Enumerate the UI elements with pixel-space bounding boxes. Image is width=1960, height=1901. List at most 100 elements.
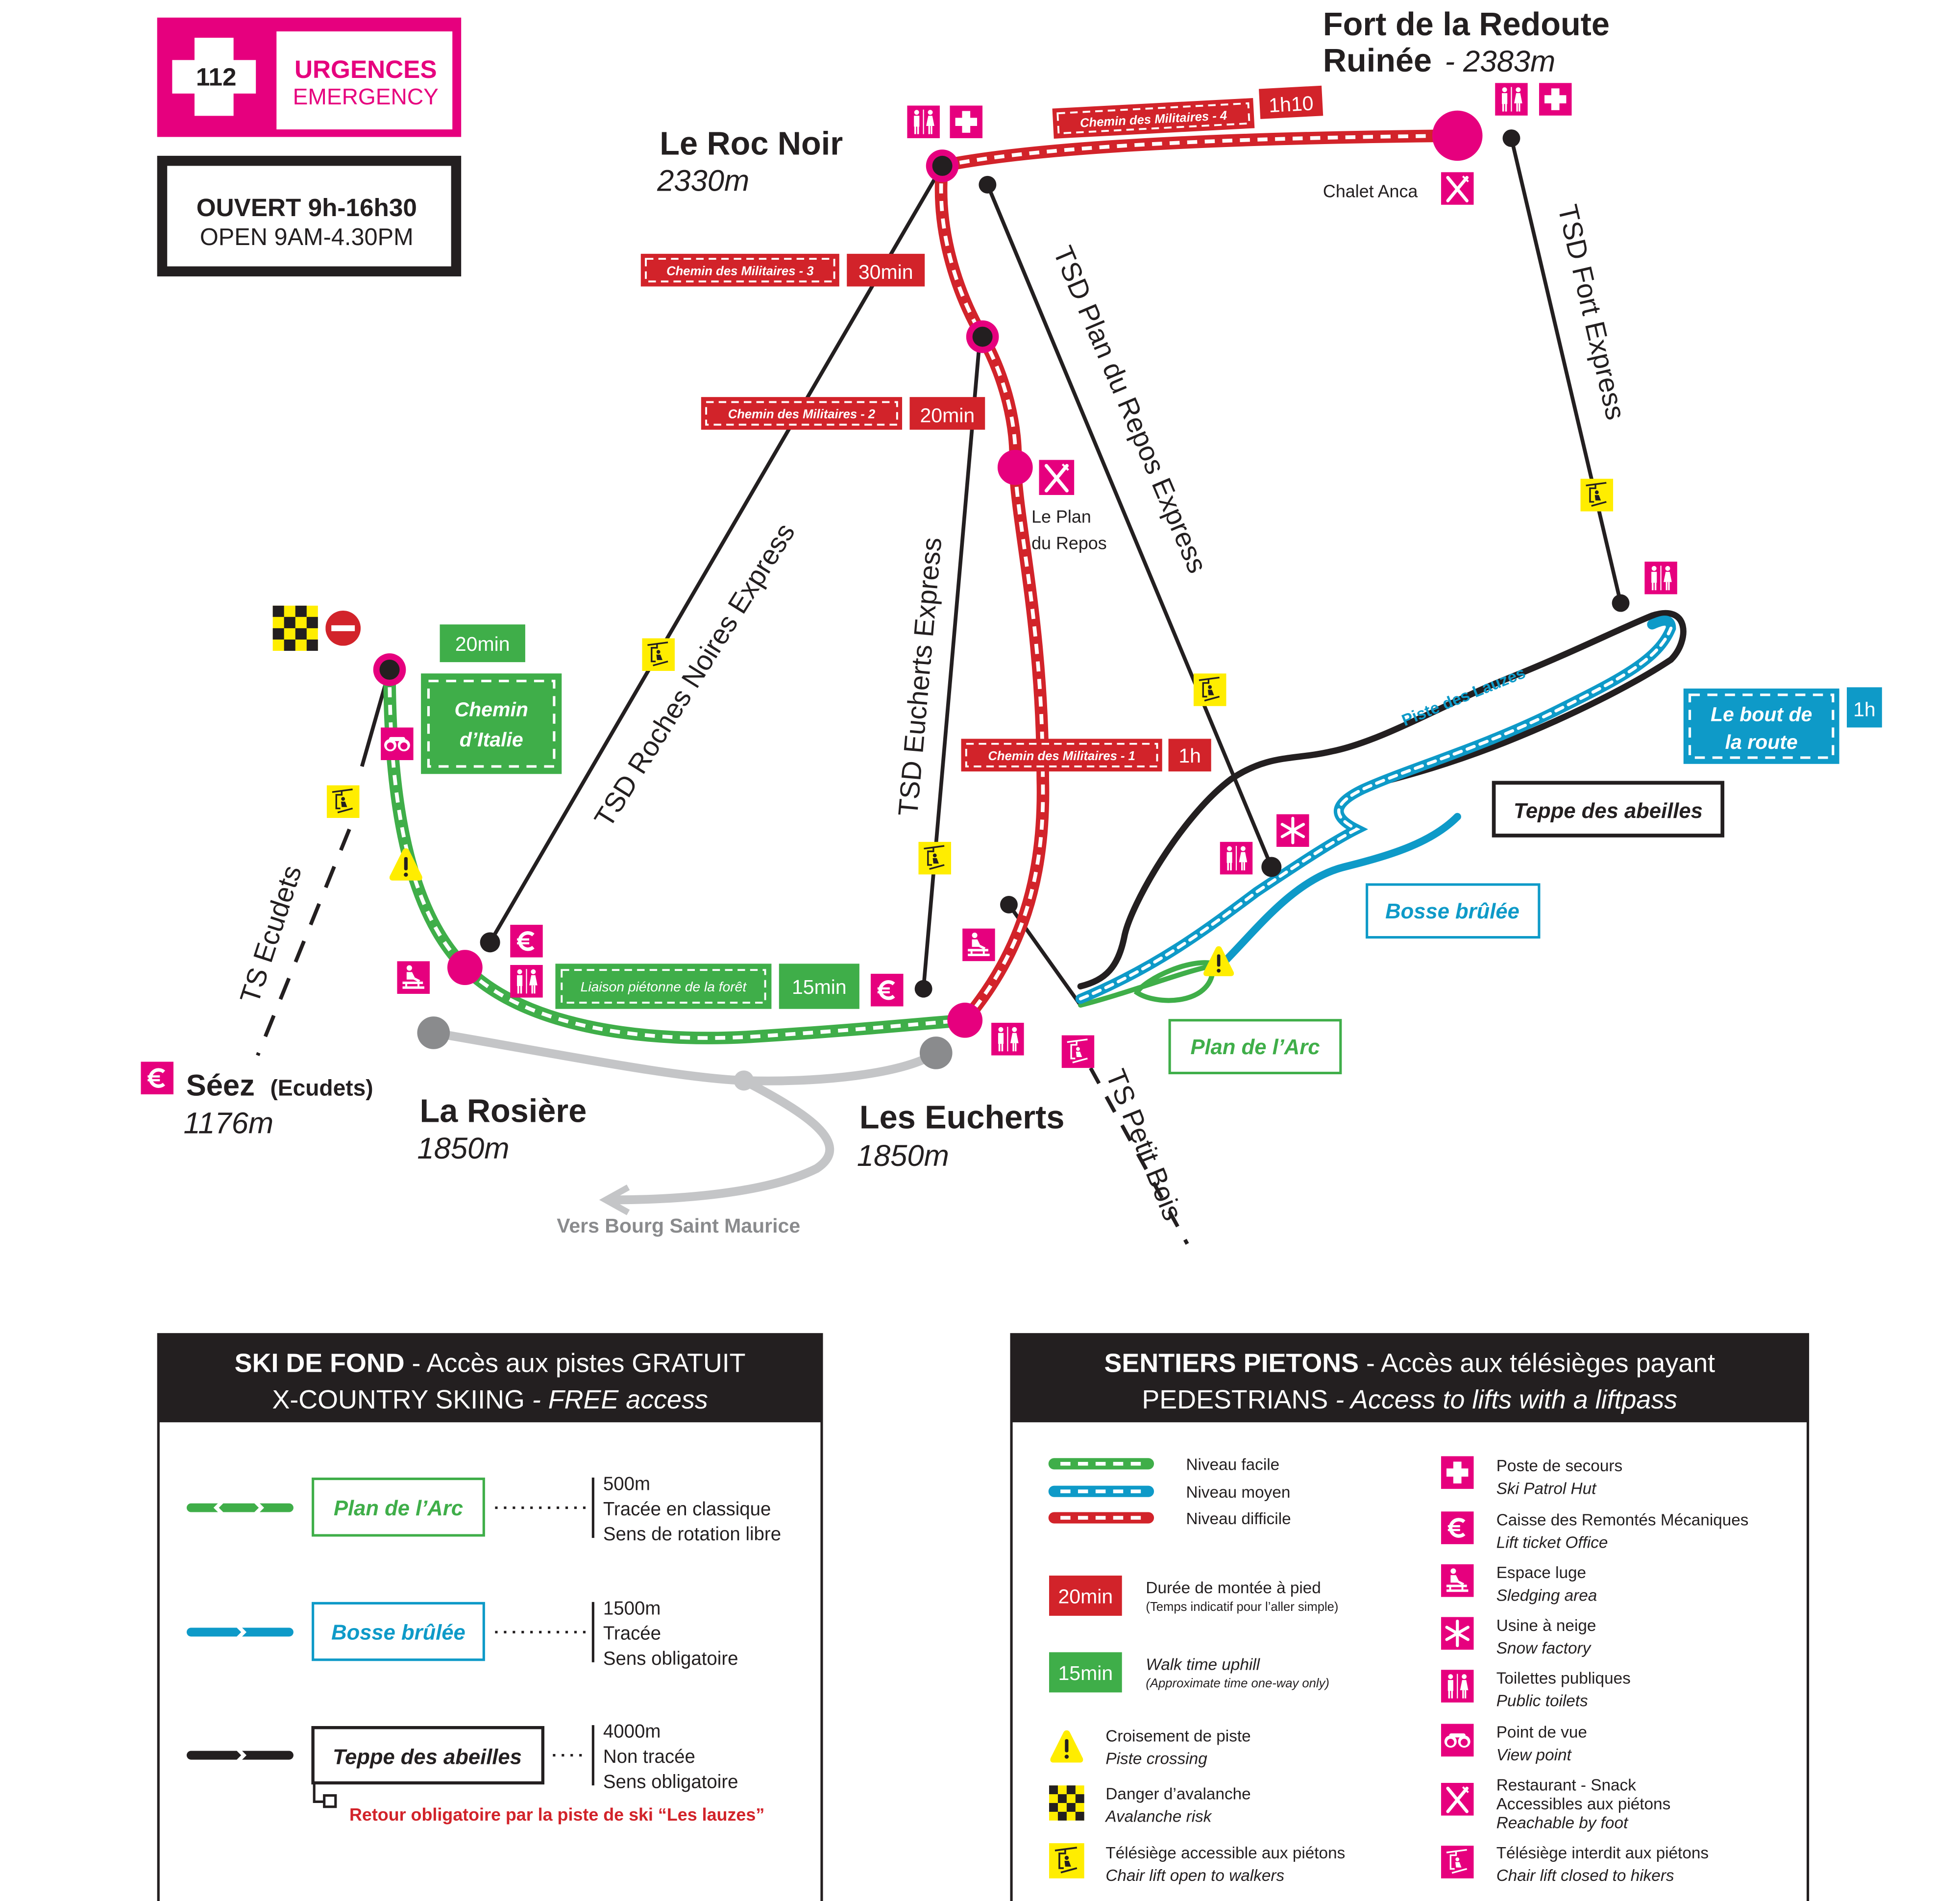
ski-fond-items-2-name: Teppe des abeilles (333, 1746, 522, 1769)
pietons-right-icons-1-en: Lift ticket Office (1496, 1534, 1608, 1552)
snowflake-icon (1441, 1617, 1474, 1650)
trails-italie-time: 20min (455, 633, 510, 655)
pietons-left-icons-0-en: Piste crossing (1105, 1750, 1207, 1768)
trails-bosse: Bosse brûlée (1385, 900, 1519, 923)
binoculars-icon (1441, 1724, 1474, 1757)
lift-fort (1509, 138, 1623, 604)
pietons-right-icons-0-en: Ski Patrol Hut (1496, 1480, 1597, 1498)
avalanche-icon (1049, 1785, 1084, 1821)
place-eucherts: Les Eucherts (859, 1099, 1065, 1136)
teppe-abeilles-trail (1077, 610, 1687, 989)
sledge-icon (397, 961, 430, 994)
ski-fond-items-1-lines-0: 1500m (603, 1598, 661, 1619)
toilets-icon (1441, 1670, 1474, 1703)
chairlift-open-icon (326, 785, 360, 818)
ski-fond-subtitle-b: - FREE access (525, 1385, 708, 1414)
pietons-levels-1: Niveau moyen (1186, 1483, 1290, 1502)
place-seez: Séez (186, 1069, 255, 1103)
place-fort-2: Ruinée (1323, 43, 1432, 79)
trails-cm1-label: Chemin des Militaires - 1 (988, 749, 1135, 763)
trails-bout-route-l2: la route (1725, 731, 1798, 753)
place-fort: Fort de la Redoute (1323, 6, 1610, 43)
trail-italie: 20min Chemin d’Italie (421, 624, 562, 774)
trails-cm3-label: Chemin des Militaires - 3 (666, 264, 813, 278)
euro-icon (1441, 1511, 1474, 1544)
chairlift-open-icon (1580, 478, 1614, 512)
euro-icon (871, 974, 904, 1007)
place-bourg: Vers Bourg Saint Maurice (557, 1214, 800, 1237)
place-rosiere-alt: 1850m (417, 1132, 509, 1165)
chairlift-closed-icon (1061, 1035, 1095, 1068)
first-aid-icon (950, 105, 983, 139)
place-plan-repos-1: Le Plan (1031, 507, 1091, 527)
ski-fond-items-2-lines-2: Sens obligatoire (603, 1771, 738, 1792)
place-plan-repos-2: du Repos (1031, 533, 1107, 553)
pietons-right-icons-7-en: Chair lift closed to hikers (1496, 1867, 1674, 1885)
euro-icon (141, 1062, 173, 1094)
place-seez-sub: (Ecudets) (270, 1075, 373, 1101)
trails-bout-route-l1: Le bout de (1711, 703, 1812, 726)
pietons-right-icons-3-fr: Usine à neige (1496, 1617, 1596, 1635)
pietons-right-icons-7-fr: Télésiège interdit aux piétons (1496, 1844, 1709, 1862)
lift-label-ecudets: TS Ecudets (234, 862, 307, 1007)
ski-fond-items-0-name: Plan de l’Arc (334, 1497, 463, 1520)
trail-cm2: Chemin des Militaires - 2 20min (701, 397, 985, 430)
pietons-right-icons-5-fr: Point de vue (1496, 1724, 1587, 1742)
stations (373, 110, 1630, 1038)
place-names: Le Roc Noir 2330m Fort de la Redoute Rui… (141, 6, 1610, 1237)
duration-legend: 20min Durée de montée à pied (Temps indi… (1049, 1575, 1338, 1693)
sledge-icon (962, 928, 995, 962)
legend-ski-de-fond: SKI DE FOND - Accès aux pistes GRATUIT X… (157, 1333, 823, 1901)
pietons-levels-0: Niveau facile (1186, 1456, 1279, 1474)
avalanche-icon (272, 605, 318, 651)
warning-icon (389, 848, 422, 881)
xc-item-bosse-brulee: Bosse brûlée 1500m Tracée Sens obligatoi… (186, 1598, 738, 1669)
plan-arc-loop (1078, 960, 1220, 1008)
lift-petit-bois (1089, 1067, 1189, 1245)
svg-text:SENTIERS PIETONS - Accès aux t: SENTIERS PIETONS - Accès aux télésièges … (1104, 1349, 1715, 1378)
trails-cm4-time: 1h10 (1268, 92, 1314, 117)
pietons-right-icons-4-en: Public toilets (1496, 1692, 1588, 1710)
emergency-title: URGENCES (294, 55, 437, 83)
xc-item-teppe: Teppe des abeilles 4000m Non tracée Sens… (186, 1721, 764, 1825)
xc-item-plan-arc: Plan de l’Arc 500m Tracée en classique S… (186, 1474, 781, 1545)
pietons-right-icons-2-fr: Espace luge (1496, 1564, 1586, 1582)
place-eucherts-alt: 1850m (857, 1139, 949, 1173)
road-to-bourg (417, 1016, 953, 1215)
pietons-right-icons-1-fr: Caisse des Remontés Mécaniques (1496, 1511, 1749, 1529)
pietons-left-icons-2-fr: Télésiège accessible aux piétons (1105, 1844, 1345, 1862)
pietons-left-icons-1-fr: Danger d’avalanche (1105, 1785, 1250, 1803)
xc-return-note: Retour obligatoire par la piste de ski “… (349, 1805, 764, 1825)
pietons-right-icons-6-en: Reachable by foot (1496, 1814, 1629, 1832)
pietons-subtitle-b: - Access to lifts with a liftpass (1328, 1385, 1677, 1414)
binoculars-icon (381, 727, 414, 761)
restaurant-icon (1441, 172, 1474, 205)
lift-label-fort: TSD Fort Express (1552, 202, 1632, 423)
trails-cm3-time: 30min (858, 261, 913, 283)
trails-liaison-time: 15min (792, 976, 847, 998)
pietons-title-rest: - Accès aux télésièges payant (1359, 1349, 1715, 1378)
pietons-walk-l2: (Approximate time one-way only) (1146, 1677, 1329, 1690)
pietons-left-icons-1-en: Avalanche risk (1104, 1807, 1212, 1826)
emergency-box: 112 URGENCES EMERGENCY (157, 17, 462, 137)
sledge-icon (1441, 1564, 1474, 1597)
legend-sentiers-pietons: SENTIERS PIETONS - Accès aux télésièges … (1010, 1333, 1810, 1901)
ski-fond-items-0-lines-1: Tracée en classique (603, 1499, 771, 1520)
place-seez-alt: 1176m (184, 1107, 274, 1140)
trails-cm2-time: 20min (920, 404, 975, 426)
pietons-right-icons-4-fr: Toilettes publiques (1496, 1669, 1631, 1687)
lift-lines (256, 138, 1623, 1245)
ski-fond-items-1-name: Bosse brûlée (331, 1621, 466, 1645)
chairlift-closed-icon (1441, 1845, 1474, 1879)
svg-text:PEDESTRIANS - Access to lifts: PEDESTRIANS - Access to lifts with a lif… (1142, 1385, 1677, 1414)
snowflake-icon (1276, 814, 1309, 847)
xc-trails (1075, 610, 1687, 1008)
trails-lauzes: Piste des Lauzes (1399, 664, 1528, 730)
hours-fr: OUVERT 9h-16h30 (196, 194, 417, 222)
pietons-right-icons-2-en: Sledging area (1496, 1586, 1597, 1605)
trail-cm4: Chemin des Militaires - 4 1h10 (1052, 85, 1323, 139)
restaurant-icon (1441, 1783, 1474, 1816)
pietons-subtitle-a: PEDESTRIANS (1142, 1385, 1328, 1414)
ski-fond-title-bold: SKI DE FOND (235, 1349, 405, 1378)
